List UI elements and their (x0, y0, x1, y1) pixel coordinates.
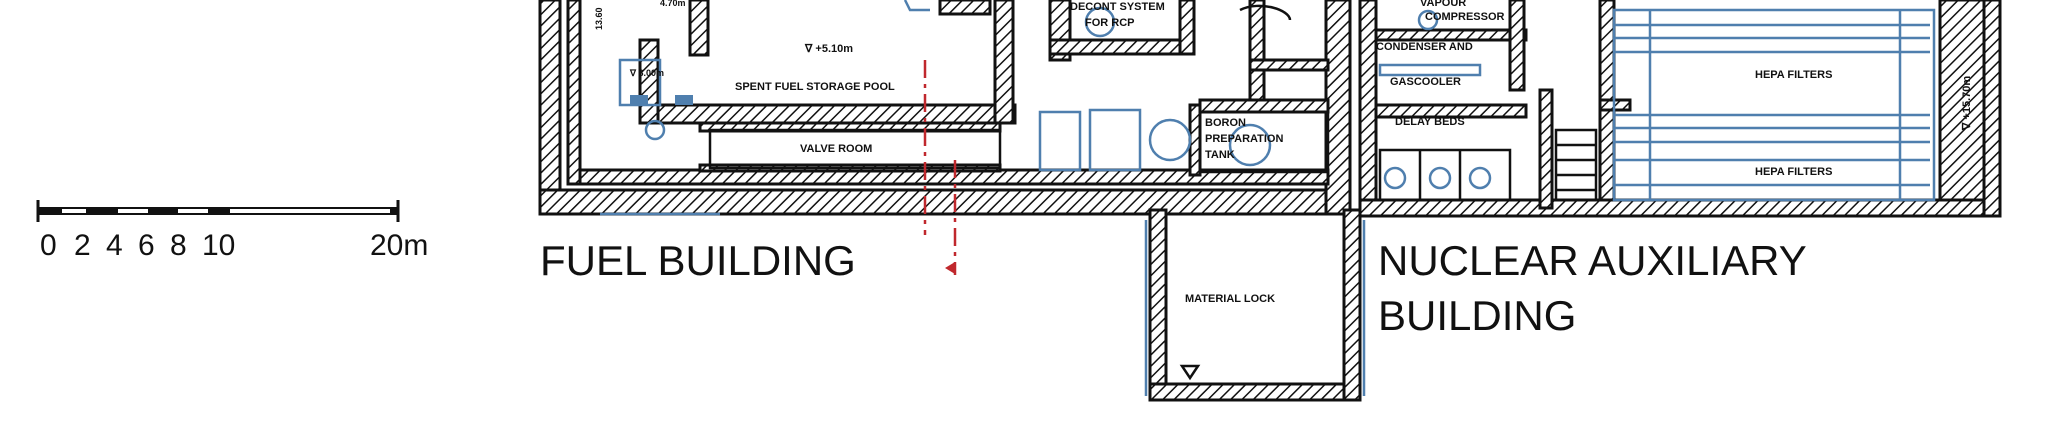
hepa-filter-ducts (1612, 8, 1936, 202)
scale-bar: 0 2 4 6 8 10 20m (36, 200, 428, 262)
scale-tick: 6 (138, 229, 155, 262)
level-mark-left-2: 4.70m (660, 0, 686, 8)
hepa-filters-label: HEPA FILTERS (1755, 69, 1832, 81)
material-lock-label: MATERIAL LOCK (1185, 293, 1275, 305)
scale-end-label: 20m (370, 229, 428, 262)
spent-fuel-pool-label: SPENT FUEL STORAGE POOL (735, 81, 895, 93)
auxiliary-building-title-2: BUILDING (1378, 292, 1576, 339)
auxiliary-building-plan (1358, 0, 2002, 218)
boron-tank-label: BORON (1205, 117, 1246, 129)
scale-tick: 10 (202, 229, 235, 262)
scale-tick: 4 (106, 229, 123, 262)
level-mark-right: ∇ +15.70m (1961, 76, 1973, 131)
fuel-building-plan (538, 0, 1352, 216)
auxiliary-building-title: NUCLEAR AUXILIARY (1378, 237, 1807, 284)
section-cut-line (923, 60, 957, 275)
delay-beds-label: DELAY BEDS (1395, 116, 1465, 128)
material-lock-plan (1144, 208, 1366, 402)
vapour-compressor-label-2: COMPRESSOR (1425, 11, 1505, 23)
valve-room-label: VALVE ROOM (800, 143, 872, 155)
level-mark-pool: ∇ +5.10m (804, 43, 853, 55)
level-mark-small: ∇ 8.00m (629, 68, 664, 78)
condenser-label: CONDENSER AND (1376, 41, 1473, 53)
delay-bed-tanks (1378, 148, 1512, 202)
scale-tick: 0 (40, 229, 57, 262)
boron-tank-label-3: TANK (1205, 149, 1235, 161)
fuel-building-title: FUEL BUILDING (540, 237, 856, 284)
stair (1554, 128, 1598, 202)
hepa-filters-label-2: HEPA FILTERS (1755, 166, 1832, 178)
boron-tank-label-2: PREPARATION (1205, 133, 1283, 145)
scale-tick: 2 (74, 229, 91, 262)
decont-system-label-2: FOR RCP (1085, 17, 1135, 29)
gascooler-label: GASCOOLER (1390, 76, 1461, 88)
decont-system-label: DECONT SYSTEM (1070, 1, 1165, 13)
vapour-compressor-label: VAPOUR (1420, 0, 1466, 9)
level-mark-left: 13.60 (594, 7, 604, 30)
scale-tick: 8 (170, 229, 187, 262)
